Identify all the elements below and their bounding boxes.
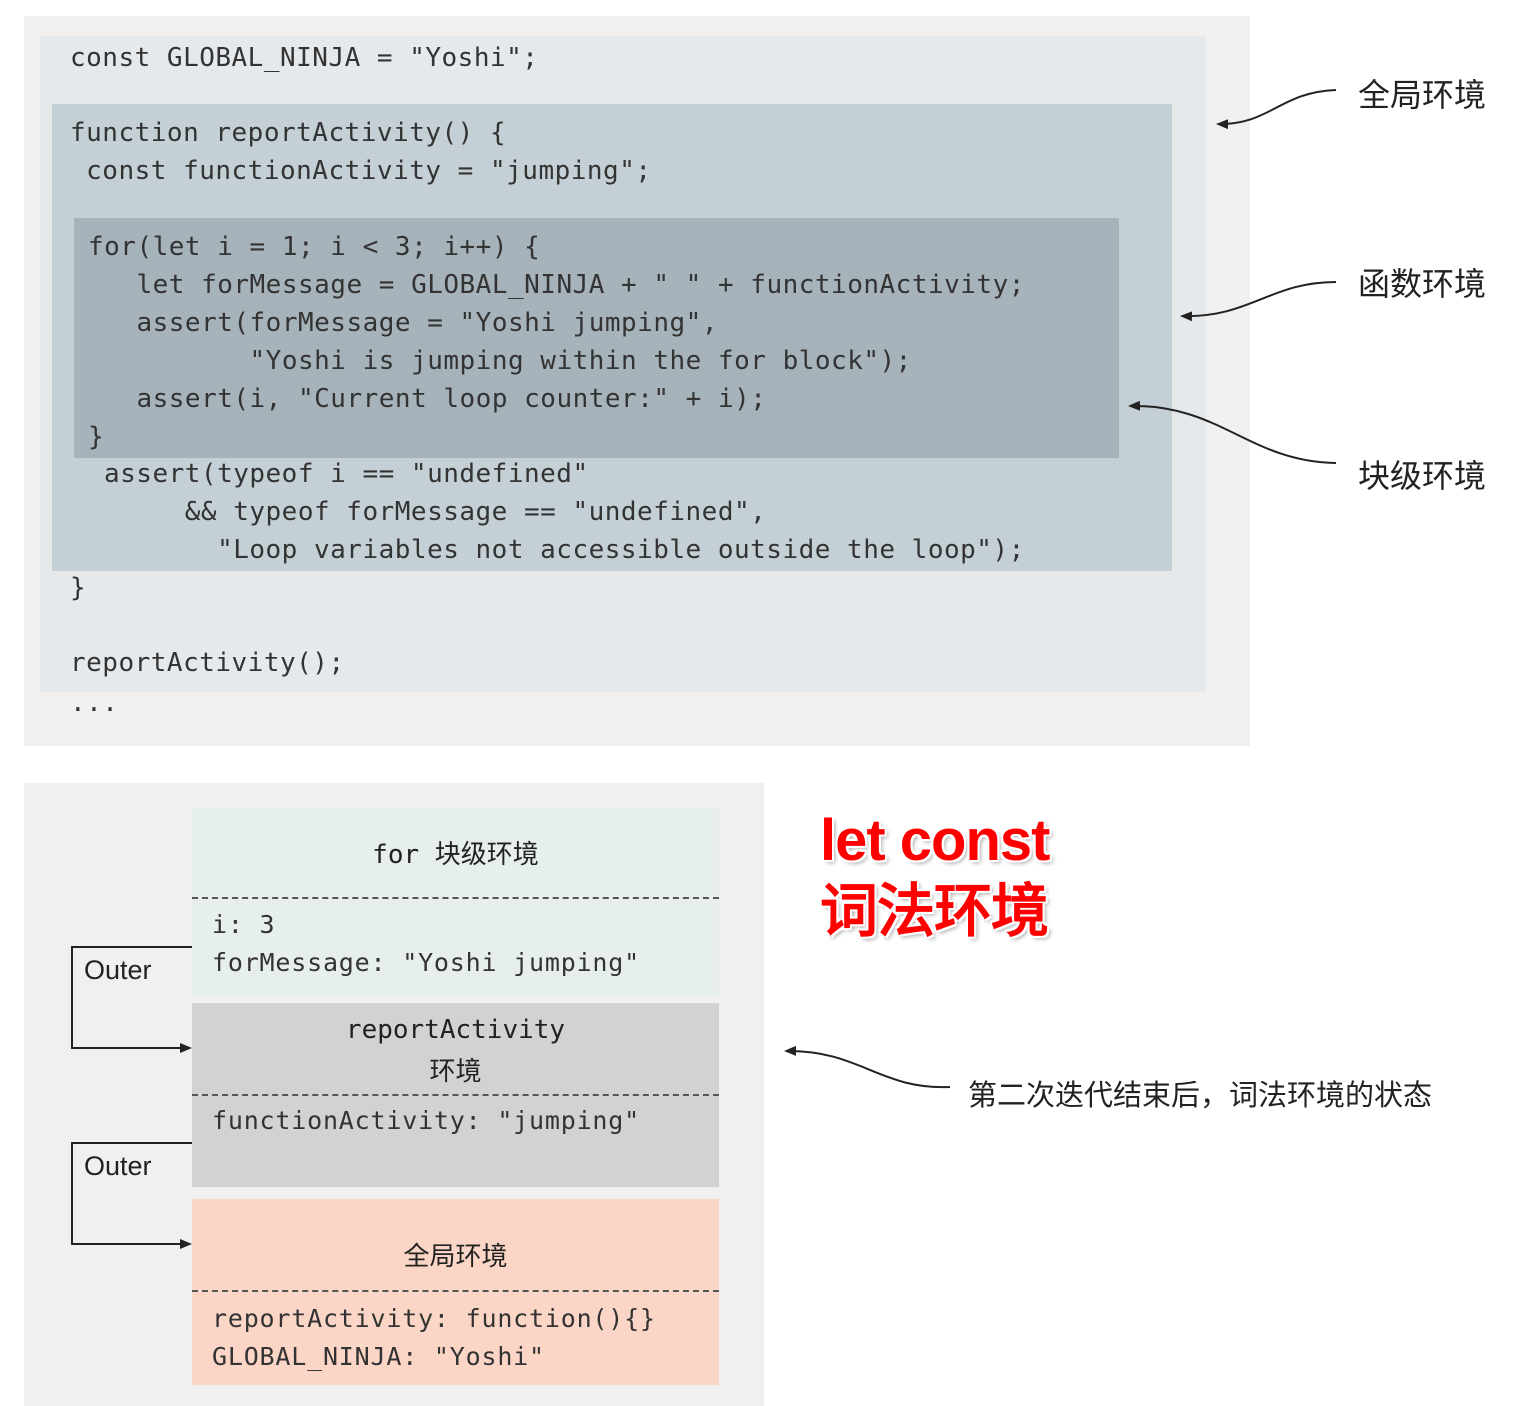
function-env-divider bbox=[192, 1094, 719, 1096]
block-env-arrow bbox=[1128, 400, 1337, 464]
code-line: } bbox=[88, 422, 105, 452]
code-line: ... bbox=[70, 688, 119, 718]
code-line: function reportActivity() { bbox=[70, 118, 507, 148]
block-env-divider bbox=[192, 897, 719, 899]
code-line: for(let i = 1; i < 3; i++) { bbox=[88, 232, 541, 262]
function-env-arrow bbox=[1180, 281, 1337, 322]
headline-line1: let const bbox=[820, 808, 1050, 873]
block-environment-box bbox=[192, 808, 719, 998]
code-line: "Loop variables not accessible outside t… bbox=[104, 535, 1025, 565]
global-environment-box bbox=[192, 1199, 719, 1385]
state-note-arrow bbox=[784, 1045, 951, 1089]
block-scope-region bbox=[74, 218, 1119, 458]
function-env-annotation: 函数环境 bbox=[1358, 265, 1487, 303]
code-line: assert(i, "Current loop counter:" + i); bbox=[88, 384, 767, 414]
global-env-entry: reportActivity: function(){} bbox=[212, 1304, 656, 1333]
outer-label: Outer bbox=[84, 955, 152, 985]
code-line: assert(forMessage = "Yoshi jumping", bbox=[88, 308, 718, 338]
outer-label: Outer bbox=[84, 1151, 152, 1181]
block-env-entry: forMessage: "Yoshi jumping" bbox=[212, 948, 640, 977]
code-line: let forMessage = GLOBAL_NINJA + " " + fu… bbox=[88, 270, 1025, 300]
headline-line2: 词法环境 bbox=[820, 877, 1049, 945]
outer-connector-1 bbox=[71, 946, 192, 1053]
global-env-entry: GLOBAL_NINJA: "Yoshi" bbox=[212, 1342, 545, 1371]
global-env-divider bbox=[192, 1290, 719, 1292]
block-env-title: for 块级环境 bbox=[192, 834, 719, 871]
code-line: const GLOBAL_NINJA = "Yoshi"; bbox=[70, 43, 539, 73]
code-line: } bbox=[70, 573, 87, 603]
headline: let const 词法环境 bbox=[820, 806, 1050, 946]
code-line: && typeof forMessage == "undefined", bbox=[104, 497, 767, 527]
block-env-entry: i: 3 bbox=[212, 910, 276, 939]
code-line: "Yoshi is jumping within the for block")… bbox=[88, 346, 912, 376]
function-env-title-line2: 环境 bbox=[429, 1057, 482, 1087]
code-line: const functionActivity = "jumping"; bbox=[70, 156, 652, 186]
global-env-annotation: 全局环境 bbox=[1358, 76, 1487, 114]
block-env-annotation: 块级环境 bbox=[1358, 457, 1487, 495]
global-env-arrow bbox=[1216, 89, 1337, 130]
outer-connector-2 bbox=[71, 1142, 192, 1249]
global-env-title: 全局环境 bbox=[403, 1242, 508, 1272]
code-line: assert(typeof i == "undefined" bbox=[104, 459, 589, 489]
block-env-title-keyword: for bbox=[372, 840, 420, 870]
state-note: 第二次迭代结束后，词法环境的状态 bbox=[968, 1078, 1433, 1112]
function-env-title-line1: reportActivity bbox=[345, 1015, 566, 1045]
function-env-entry: functionActivity: "jumping" bbox=[212, 1106, 640, 1135]
code-line: reportActivity(); bbox=[70, 648, 345, 678]
block-env-title-text: 块级环境 bbox=[434, 840, 539, 870]
